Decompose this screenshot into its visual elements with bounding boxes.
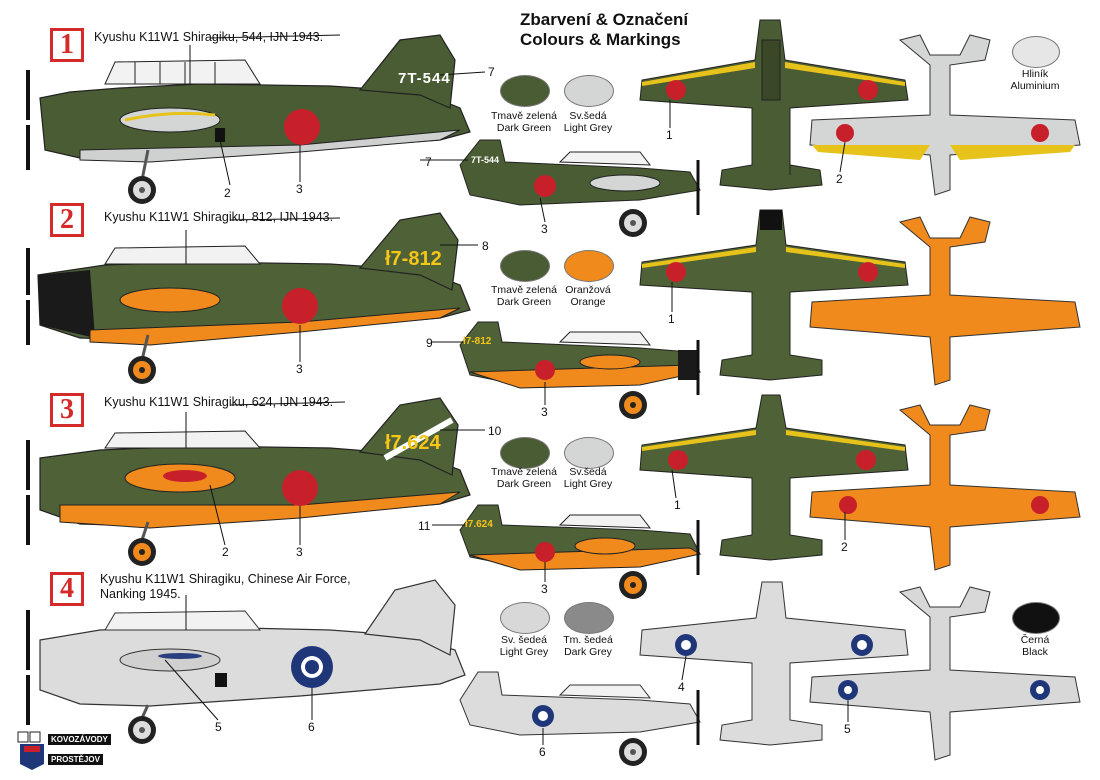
scheme-4-caption-line1: Kyushu K11W1 Shiragiku, Chinese Air Forc…	[100, 572, 351, 586]
title-english: Colours & Markings	[520, 30, 681, 49]
callout-roundel-2: 3	[296, 362, 303, 376]
callout-top-wing-2: 1	[668, 312, 675, 326]
swatch-orange	[564, 250, 614, 282]
callout-small-roundel-3: 3	[541, 582, 548, 596]
scheme-number-1: 1	[50, 28, 84, 62]
title-czech: Zbarvení & Označení	[520, 10, 689, 29]
swatch-light-grey-3	[564, 437, 614, 469]
swatch-dark-green-3	[500, 437, 550, 469]
side-view-3	[26, 397, 471, 566]
kovozavody-logo: KOVOZÁVODY PROSTĚJOV	[14, 730, 124, 772]
callout-small-roundel-2: 3	[541, 405, 548, 419]
callout-roundel-4: 6	[308, 720, 315, 734]
page-title: Zbarvení & Označení Colours & Markings	[520, 10, 688, 50]
callout-small-fin-2: 9	[426, 336, 433, 350]
callout-roundel-3: 3	[296, 545, 303, 559]
scheme-number-4: 4	[50, 572, 84, 606]
side-view-2	[26, 212, 471, 384]
callout-top-wing-1: 1	[666, 128, 673, 142]
callout-bottom-wing-3: 2	[841, 540, 848, 554]
callout-top-wing-3: 1	[674, 498, 681, 512]
callout-flap-3: 2	[222, 545, 229, 559]
scheme-3-caption: Kyushu K11W1 Shiragiku, 624, IJN 1943.	[104, 395, 334, 409]
logo-line1: KOVOZÁVODY	[48, 734, 111, 745]
scheme-4-caption: Kyushu K11W1 Shiragiku, Chinese Air Forc…	[100, 572, 351, 602]
callout-bottom-wing-4: 5	[844, 722, 851, 736]
tail-code-2: ł7-812	[385, 248, 442, 270]
swatch-dark-grey	[564, 602, 614, 634]
callout-fin-2: 8	[482, 239, 489, 253]
bottom-view-1	[809, 34, 1081, 196]
small-tail-code-1: 7T-544	[471, 155, 500, 165]
callout-flap-1: 2	[224, 186, 231, 200]
callout-small-fin-3: 11	[418, 519, 431, 533]
swatch-light-grey-4	[500, 602, 550, 634]
callout-roundel-1: 3	[296, 182, 303, 196]
logo-emblem	[17, 731, 44, 770]
bottom-view-2	[809, 216, 1081, 386]
callout-top-wing-4: 4	[678, 680, 685, 694]
scheme-4-caption-line2: Nanking 1945.	[100, 587, 181, 601]
swatch-black	[1012, 602, 1060, 634]
scheme-2-caption: Kyushu K11W1 Shiragiku, 812, IJN 1943.	[104, 210, 334, 224]
scheme-number-2: 2	[50, 203, 84, 237]
callout-small-fin-1: 7	[425, 155, 432, 169]
top-view-1	[639, 19, 909, 191]
top-view-4	[639, 581, 909, 746]
small-side-view-3	[459, 504, 702, 599]
swatch-aluminium	[1012, 36, 1060, 68]
side-view-4	[26, 579, 466, 744]
tail-code-1: 7T-544	[398, 70, 451, 87]
callout-fin-1: 7	[488, 65, 495, 79]
scheme-number-3: 3	[50, 393, 84, 427]
small-tail-code-3: ł7.624	[465, 519, 493, 530]
callout-small-roundel-4: 6	[539, 745, 546, 759]
swatch-dark-green-1	[500, 75, 550, 107]
callout-small-roundel-1: 3	[541, 222, 548, 236]
small-side-view-4	[459, 671, 701, 766]
scheme-1-caption: Kyushu K11W1 Shiragiku, 544, IJN 1943.	[94, 30, 324, 44]
small-tail-code-2: ł7-812	[463, 336, 492, 347]
top-view-3	[639, 394, 909, 561]
tail-code-3: ł7.624	[385, 432, 441, 454]
bottom-view-3	[809, 404, 1081, 571]
logo-line2: PROSTĚJOV	[48, 754, 103, 765]
side-view-1	[26, 34, 471, 204]
callout-bottom-wing-1: 2	[836, 172, 843, 186]
top-view-2	[639, 209, 909, 381]
callout-fin-3: 10	[488, 424, 502, 438]
small-side-view-2	[459, 321, 702, 419]
callout-wing-roundel-4: 5	[215, 720, 222, 734]
small-side-view-1	[459, 139, 701, 237]
swatch-light-grey-1	[564, 75, 614, 107]
bottom-view-4	[809, 586, 1081, 761]
swatch-dark-green-2	[500, 250, 550, 282]
